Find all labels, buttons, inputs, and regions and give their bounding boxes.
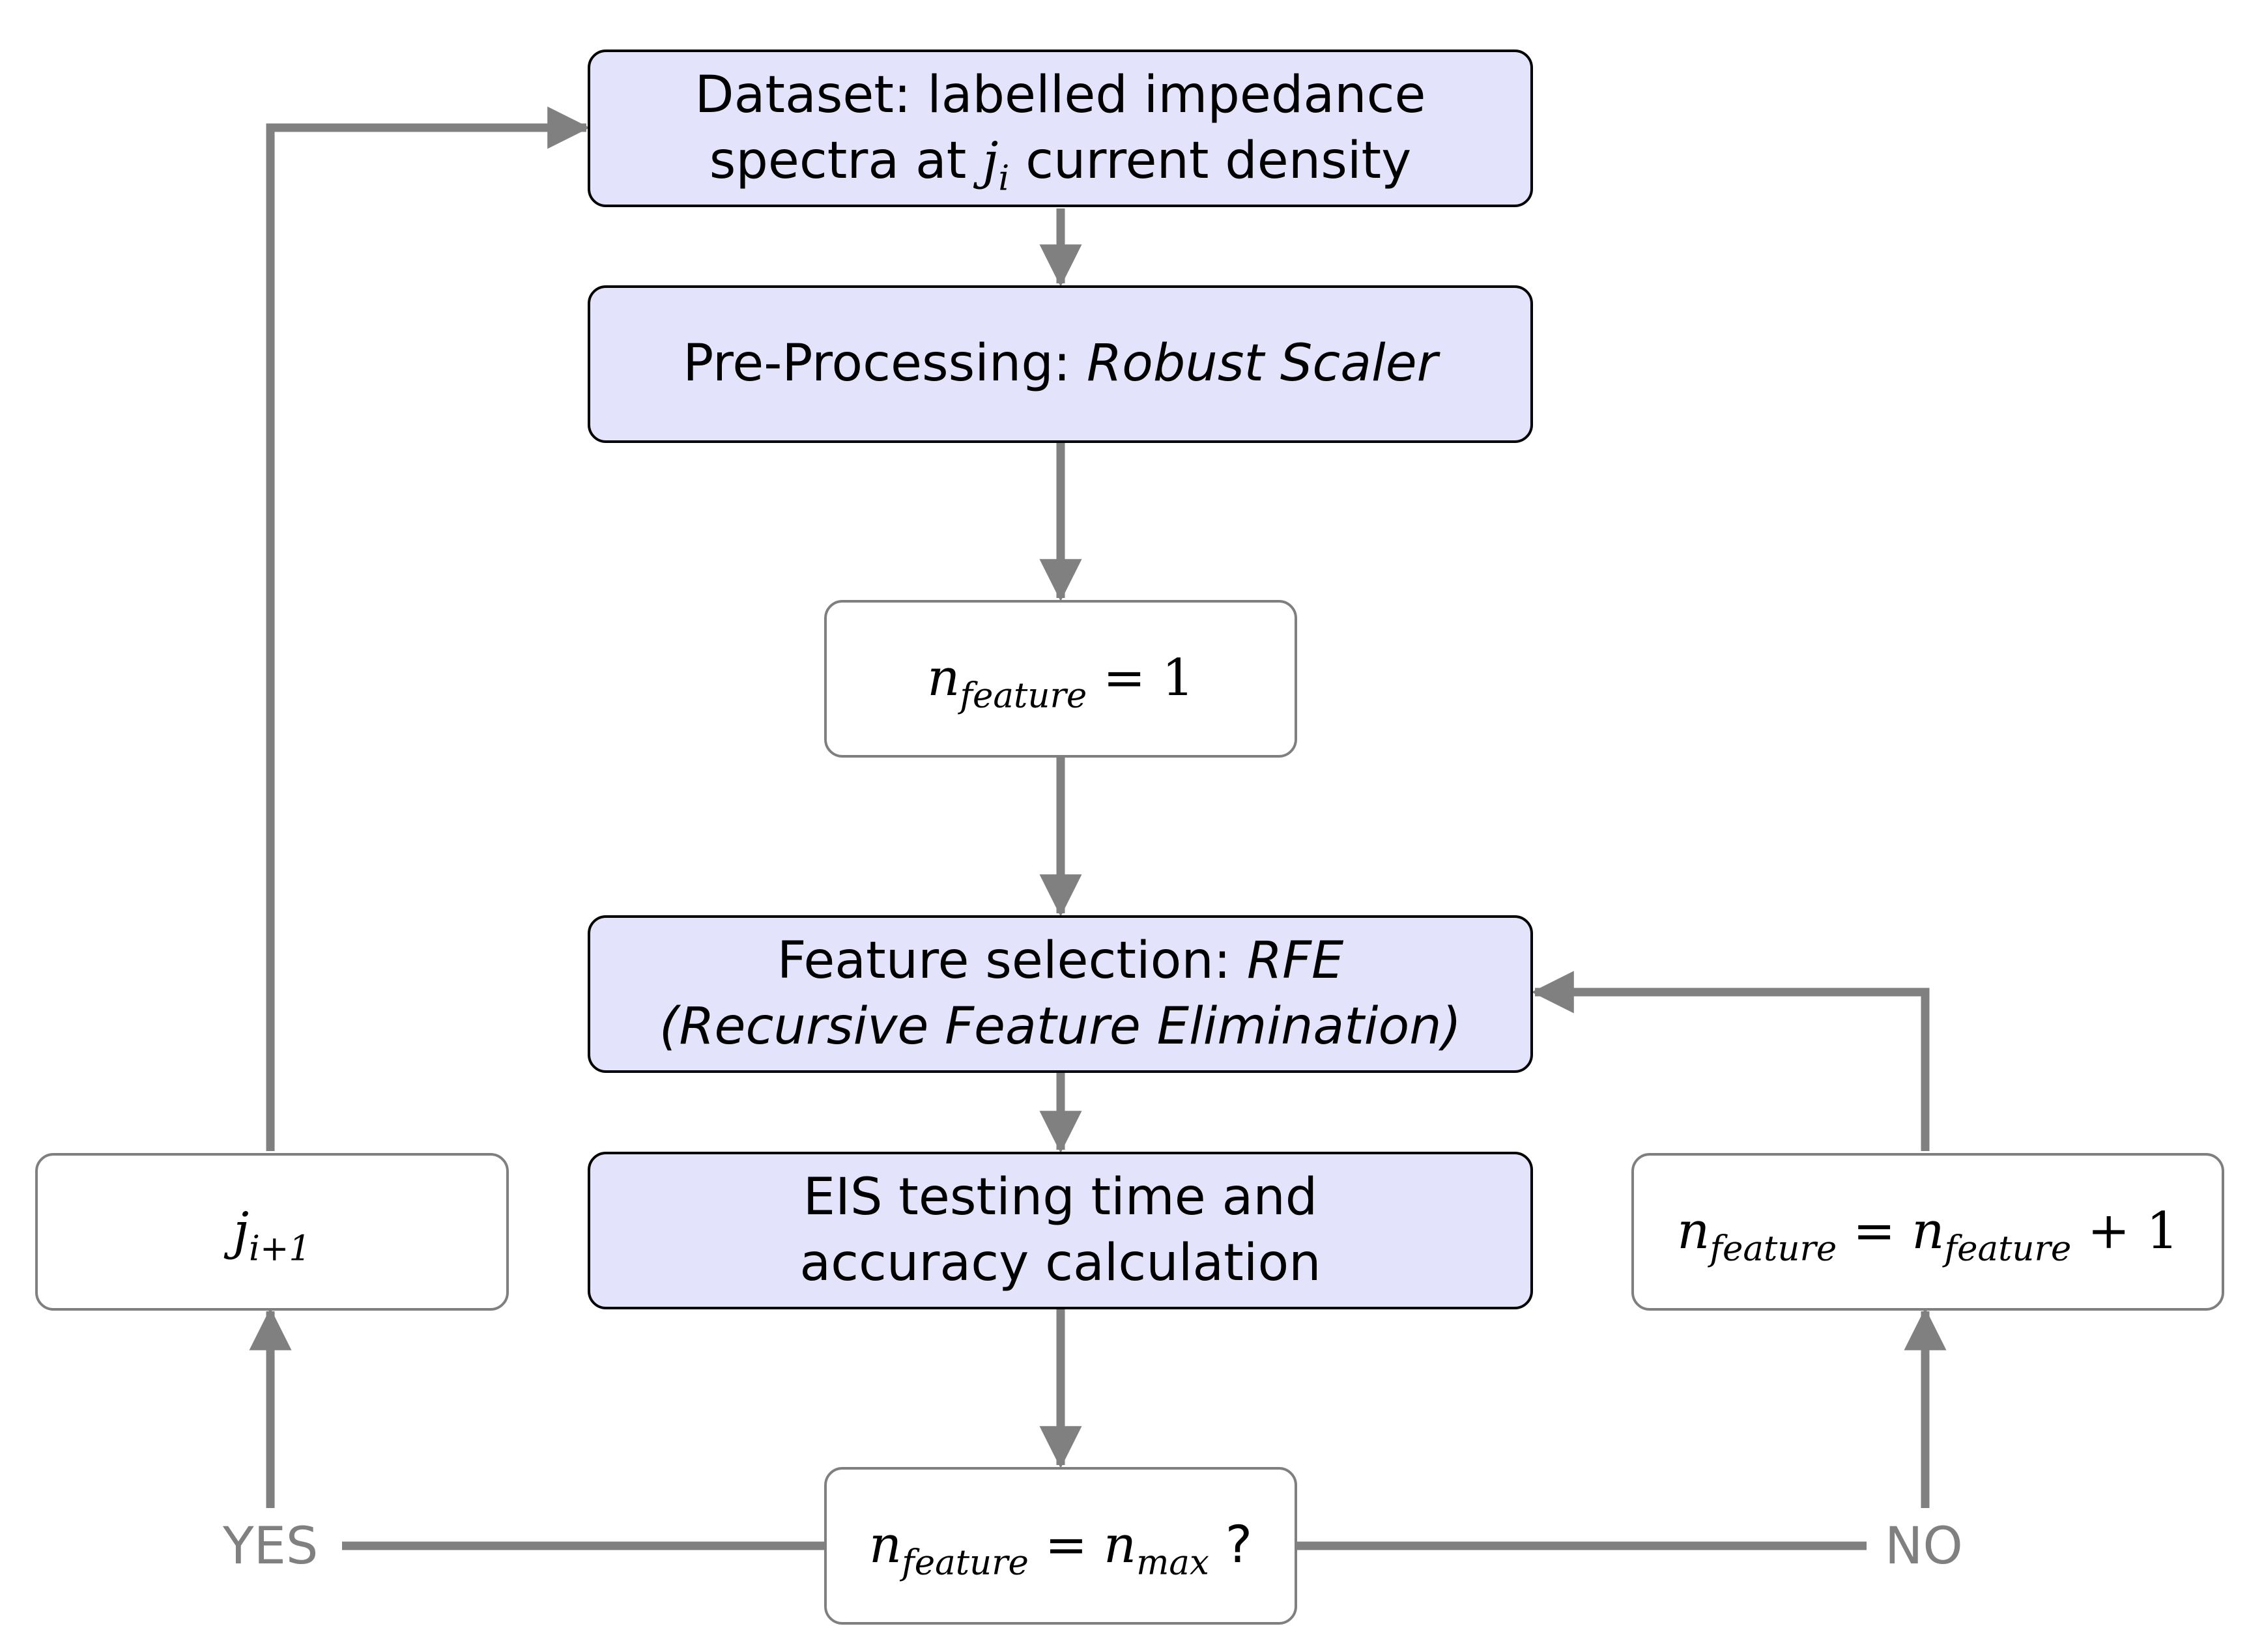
- next-current-var: j: [233, 1202, 250, 1261]
- current-density-var: j: [982, 132, 999, 190]
- decision-var2: n: [1103, 1516, 1137, 1575]
- decision-suffix: ?: [1209, 1516, 1253, 1575]
- feature-selection-line1: Feature selection: RFE: [777, 928, 1344, 994]
- init-var: n: [927, 649, 960, 708]
- increment-suffix: + 1: [2071, 1202, 2179, 1261]
- next-current-sub: i+1: [249, 1228, 311, 1269]
- preprocessing-text: Pre-Processing: Robust Scaler: [683, 331, 1438, 397]
- preprocessing-node: Pre-Processing: Robust Scaler: [588, 285, 1533, 443]
- dataset-line2: spectra at ji current density: [709, 128, 1412, 195]
- feature-selection-line2: (Recursive Feature Elimination): [659, 997, 1462, 1056]
- testing-line2: accuracy calculation: [799, 1234, 1321, 1292]
- increment-sub2: feature: [1944, 1228, 2072, 1269]
- dataset-line2-after: current density: [1009, 132, 1412, 190]
- increment-equation: nfeature = nfeature + 1: [1677, 1199, 2179, 1266]
- current-density-symbol: ji: [982, 132, 1009, 195]
- feature-selection-node: Feature selection: RFE (Recursive Featur…: [588, 915, 1533, 1073]
- increment-node: nfeature = nfeature + 1: [1631, 1153, 2224, 1311]
- decision-sub2: max: [1136, 1542, 1209, 1583]
- increment-sub: feature: [1710, 1228, 1837, 1269]
- init-node: nfeature = 1: [824, 600, 1297, 758]
- decision-eq: =: [1028, 1516, 1104, 1575]
- yes-branch-label: YES: [210, 1517, 332, 1576]
- feature-selection-method: RFE: [1246, 931, 1344, 990]
- preprocessing-method: Robust Scaler: [1086, 334, 1438, 393]
- init-sub: feature: [960, 675, 1087, 716]
- decision-node: nfeature = nmax ?: [824, 1467, 1297, 1625]
- decision-equation: nfeature = nmax ?: [868, 1513, 1253, 1580]
- init-rhs: = 1: [1103, 649, 1194, 708]
- dataset-line1: Dataset: labelled impedance: [695, 65, 1426, 124]
- feature-selection-label: Feature selection:: [777, 931, 1247, 990]
- arrow-next-current-to-dataset: [266, 106, 590, 1151]
- decision-var: n: [868, 1516, 902, 1575]
- next-current-node: ji+1: [35, 1153, 509, 1311]
- next-current-symbol: ji+1: [233, 1199, 311, 1266]
- init-equation: nfeature = 1: [927, 646, 1194, 713]
- decision-sub: feature: [902, 1542, 1029, 1583]
- preprocessing-label: Pre-Processing:: [683, 334, 1087, 393]
- increment-var2: n: [1912, 1202, 1945, 1261]
- testing-line1: EIS testing time and: [803, 1167, 1318, 1227]
- current-density-sub: i: [998, 158, 1010, 199]
- increment-eq: =: [1837, 1202, 1912, 1261]
- no-branch-label: NO: [1872, 1517, 1976, 1576]
- dataset-node: Dataset: labelled impedance spectra at j…: [588, 50, 1533, 207]
- testing-node: EIS testing time and accuracy calculatio…: [588, 1152, 1533, 1309]
- increment-var: n: [1677, 1202, 1710, 1261]
- dataset-line2-before: spectra at: [709, 132, 983, 190]
- arrow-increment-to-feature-selection: [1531, 971, 1930, 1151]
